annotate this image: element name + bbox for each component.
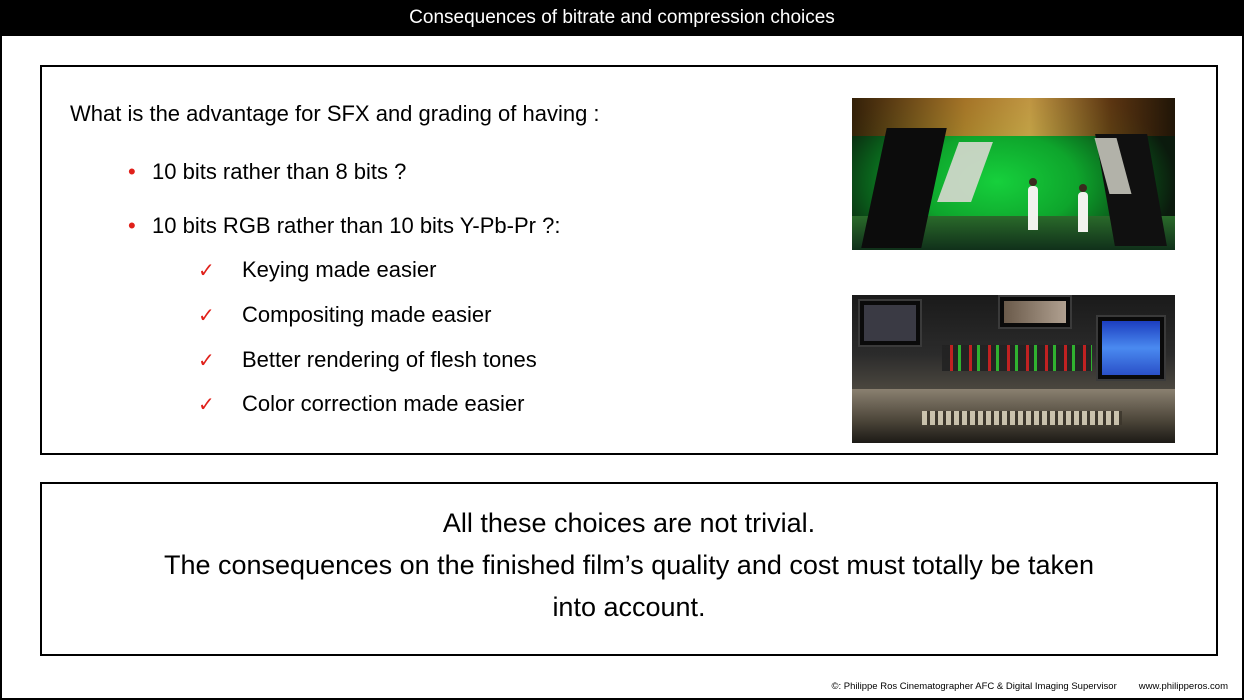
footer: ©: Philippe Ros Cinematographer AFC & Di… <box>831 681 1228 692</box>
check-label: Better rendering of flesh tones <box>242 347 537 372</box>
bullet-label: 10 bits RGB rather than 10 bits Y-Pb-Pr … <box>152 213 561 238</box>
footer-credit: ©: Philippe Ros Cinematographer AFC & Di… <box>831 681 1117 692</box>
bullet-dot-icon: • <box>128 159 136 184</box>
conclusion-box: All these choices are not trivial. The c… <box>40 482 1218 656</box>
bullet-label: 10 bits rather than 8 bits ? <box>152 159 407 184</box>
advantages-box: What is the advantage for SFX and gradin… <box>40 65 1218 455</box>
question-text: What is the advantage for SFX and gradin… <box>70 101 600 126</box>
footer-website-link[interactable]: www.philipperos.com <box>1138 681 1228 692</box>
bullet-item: • 10 bits RGB rather than 10 bits Y-Pb-Pr… <box>128 213 560 239</box>
slide-title: Consequences of bitrate and compression … <box>2 0 1242 36</box>
conclusion-line-1: All these choices are not trivial. <box>442 508 816 538</box>
checkmark-icon: ✓ <box>198 305 215 327</box>
green-screen-studio-photo <box>852 98 1175 250</box>
check-label: Keying made easier <box>242 257 437 282</box>
bullet-item: • 10 bits rather than 8 bits ? <box>128 159 406 185</box>
check-item: ✓ Color correction made easier <box>198 391 524 417</box>
check-item: ✓ Keying made easier <box>198 257 436 283</box>
bullet-dot-icon: • <box>128 213 136 238</box>
grading-suite-photo <box>852 295 1175 443</box>
checkmark-icon: ✓ <box>198 350 215 372</box>
check-label: Compositing made easier <box>242 302 492 327</box>
conclusion-line-2: The consequences on the finished film’s … <box>163 550 1095 580</box>
conclusion-line-3: into account. <box>552 592 706 622</box>
check-item: ✓ Better rendering of flesh tones <box>198 347 537 373</box>
check-label: Color correction made easier <box>242 391 525 416</box>
check-item: ✓ Compositing made easier <box>198 302 491 328</box>
checkmark-icon: ✓ <box>198 394 215 416</box>
checkmark-icon: ✓ <box>198 260 215 282</box>
